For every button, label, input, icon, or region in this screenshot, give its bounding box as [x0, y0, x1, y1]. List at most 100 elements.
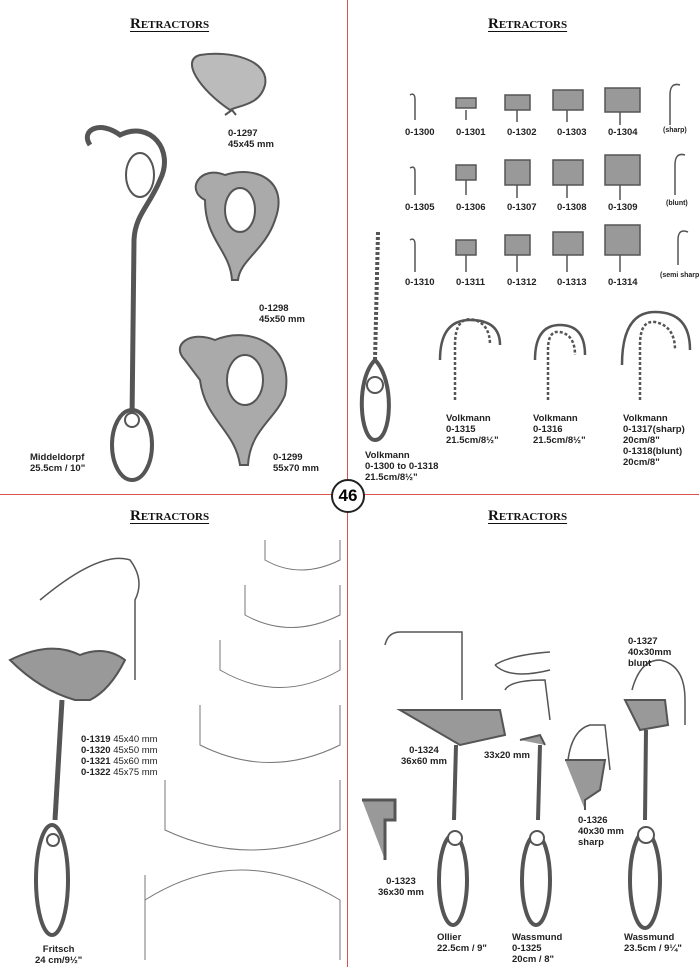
line: Ollier	[437, 932, 462, 943]
code: 0-1319	[81, 734, 111, 745]
size: 55x70 mm	[273, 463, 319, 474]
size: 21.5cm/8½"	[533, 435, 586, 446]
line: Wassmund	[624, 932, 675, 943]
name: Volkmann	[623, 413, 668, 424]
code: 0-1317(sharp)	[623, 424, 685, 435]
size: 21.5cm/8½"	[446, 435, 499, 446]
code: 0-1302	[507, 127, 537, 138]
code: 0-1321	[81, 756, 111, 767]
wassmund-23-illustration	[565, 659, 686, 930]
code: 0-1300	[405, 127, 435, 138]
line: 36x60 mm	[401, 756, 447, 767]
code: 0-1297	[228, 128, 258, 139]
volkmann-hooks	[438, 310, 692, 400]
name: Middeldorpf	[30, 452, 85, 463]
line: 36x30 mm	[378, 887, 424, 898]
fritsch-blade-profiles	[144, 540, 341, 960]
retractor-0-1299-illustration	[178, 334, 288, 466]
name: Volkmann	[365, 450, 410, 461]
name: Volkmann	[446, 413, 491, 424]
type: (sharp)	[663, 127, 687, 134]
code: 0-1304	[608, 127, 638, 138]
line: 22.5cm / 9"	[437, 943, 487, 954]
page-number-badge: 46	[331, 479, 365, 513]
section-title: Retractors	[130, 508, 210, 524]
line: 0-1324	[409, 745, 439, 756]
code: 0-1309	[608, 202, 638, 213]
blunt-hooks-row	[409, 153, 686, 200]
code: 0-1308	[557, 202, 587, 213]
line: 23.5cm / 9¼"	[624, 943, 682, 954]
code: 0-1316	[533, 424, 563, 435]
line: 20cm / 8"	[512, 954, 555, 965]
code: 0-1298	[259, 303, 289, 314]
name: Fritsch	[42, 944, 75, 955]
rake-0-1323-illustration	[362, 798, 397, 860]
fritsch-size-list: 0-1319 45x40 mm 0-1320 45x50 mm 0-1321 4…	[81, 734, 158, 778]
size: 24 cm/9½"	[35, 955, 83, 966]
code: 0-1307	[507, 202, 537, 213]
code: 0-1312	[507, 277, 537, 288]
code: 0-1318(blunt)	[623, 446, 683, 457]
code: 0-1306	[456, 202, 486, 213]
code: 0-1303	[557, 127, 587, 138]
line: 33x20 mm	[484, 750, 530, 761]
wassmund-0-1325-illustration	[494, 651, 552, 927]
line: 0-1326	[578, 815, 608, 826]
size: 45x50 mm	[259, 314, 305, 325]
sharp-hooks-row	[409, 83, 681, 125]
type: (semi sharp)	[660, 272, 699, 279]
line: 40x30 mm	[578, 826, 624, 837]
line: Wassmund	[512, 932, 563, 943]
middeldorpf-illustration	[84, 125, 167, 482]
size: 20cm/8"	[623, 435, 660, 446]
ollier-illustration	[384, 631, 507, 927]
code: 0-1300 to 0-1318	[365, 461, 439, 472]
code: 0-1322	[81, 767, 111, 778]
name: Volkmann	[533, 413, 578, 424]
code: 0-1320	[81, 745, 111, 756]
size: 25.5cm / 10"	[30, 463, 86, 474]
line: 40x30mm	[628, 647, 672, 658]
section-title: Retractors	[488, 16, 568, 32]
size: 45x60 mm	[113, 756, 158, 767]
line: 0-1327	[628, 636, 658, 647]
code: 0-1305	[405, 202, 435, 213]
size: 20cm/8"	[623, 457, 660, 468]
line: sharp	[578, 837, 604, 848]
code: 0-1313	[557, 277, 587, 288]
section-title: Retractors	[130, 16, 210, 32]
line: 0-1323	[386, 876, 416, 887]
retractor-0-1297-illustration	[190, 52, 267, 116]
code: 0-1315	[446, 424, 476, 435]
size: 45x45 mm	[228, 139, 274, 150]
size: 45x75 mm	[113, 767, 158, 778]
section-title: Retractors	[488, 508, 568, 524]
size: 45x40 mm	[113, 734, 158, 745]
type: (blunt)	[666, 200, 688, 207]
line: blunt	[628, 658, 652, 669]
size: 45x50 mm	[113, 745, 158, 756]
line: 0-1325	[512, 943, 542, 954]
code: 0-1314	[608, 277, 638, 288]
retractor-0-1298-illustration	[194, 171, 280, 281]
product-label: 33x20 mm	[484, 750, 530, 761]
